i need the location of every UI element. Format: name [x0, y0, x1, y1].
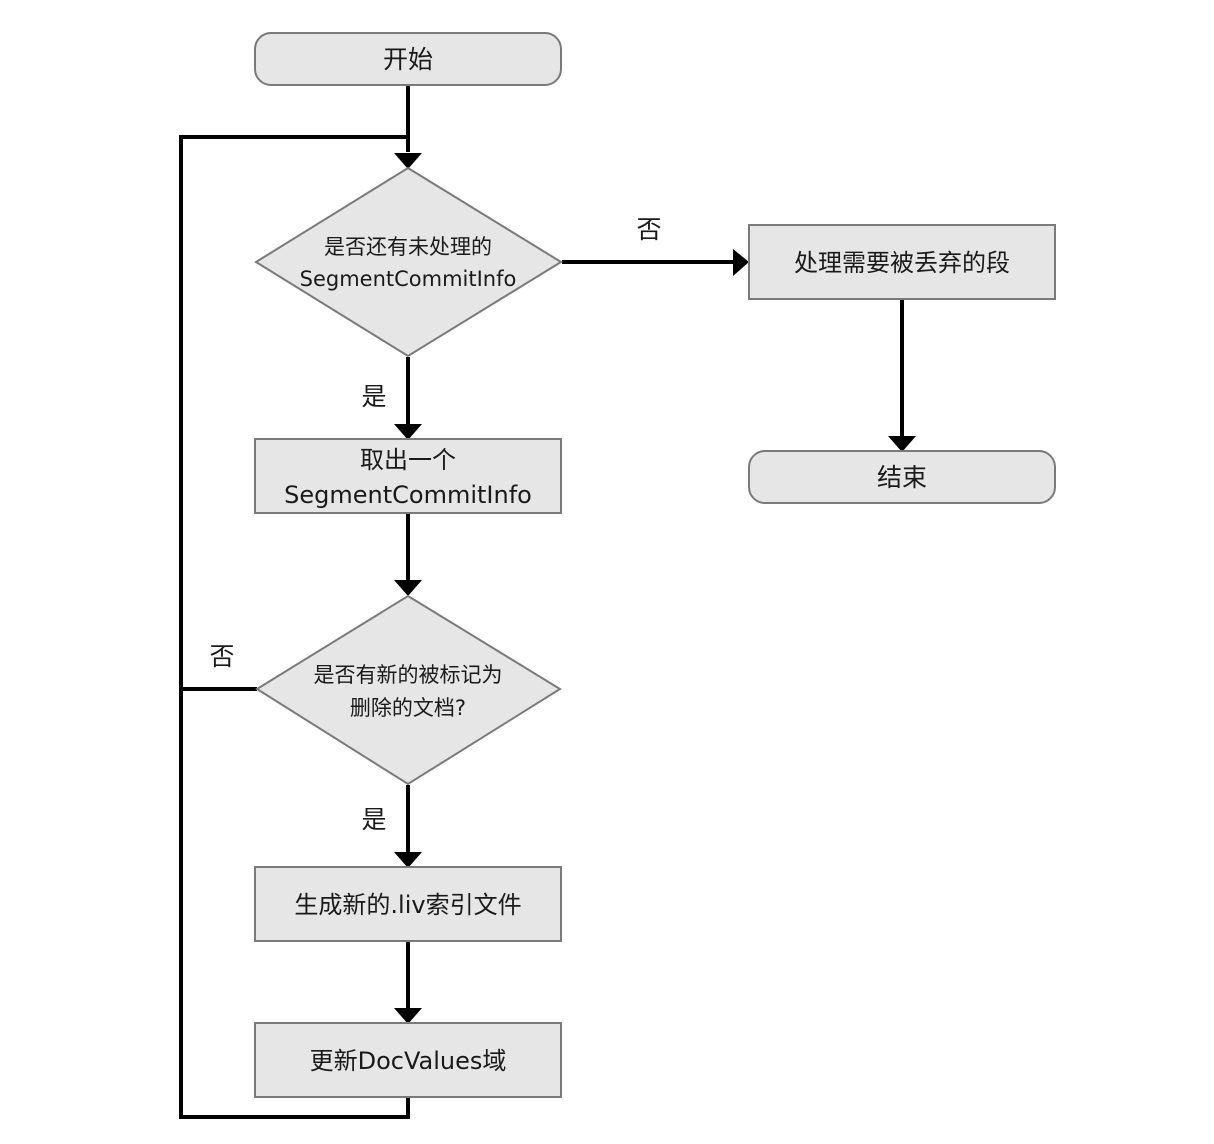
arrowheads: [394, 153, 916, 1024]
arrowhead-check: [394, 153, 422, 169]
discard-label: 处理需要被丢弃的段: [794, 249, 1010, 277]
discard-node: 处理需要被丢弃的段: [748, 224, 1056, 300]
decision-deleted-line1: 是否有新的被标记为: [314, 663, 503, 687]
arrowhead-end: [888, 436, 916, 452]
end-node: 结束: [748, 450, 1056, 504]
decision-deleted-docs: 是否有新的被标记为 删除的文档?: [255, 594, 562, 786]
take-one-line2: SegmentCommitInfo: [284, 481, 532, 509]
arrowhead-update: [394, 1008, 422, 1024]
arrowhead-check-deleted: [394, 580, 422, 596]
edge-label-no-loop: 否: [209, 642, 234, 671]
edge-label-yes-top: 是: [361, 382, 386, 411]
end-label: 结束: [877, 463, 927, 492]
arrowhead-discard: [733, 249, 749, 276]
edge-label-yes-bottom: 是: [361, 805, 386, 834]
update-docvalues-label: 更新DocValues域: [310, 1047, 507, 1075]
edge-loop-back: [179, 135, 410, 1119]
decision-unprocessed-line2: SegmentCommitInfo: [300, 267, 517, 291]
decision-deleted-line2: 删除的文档?: [350, 696, 466, 720]
arrowhead-take: [394, 424, 422, 440]
start-node: 开始: [254, 32, 562, 86]
take-one-node: 取出一个 SegmentCommitInfo: [254, 438, 562, 514]
decision-unprocessed-line1: 是否还有未处理的: [324, 235, 492, 259]
gen-liv-label: 生成新的.liv索引文件: [294, 891, 521, 919]
take-one-line1: 取出一个: [360, 446, 456, 474]
start-label: 开始: [383, 45, 433, 74]
gen-liv-node: 生成新的.liv索引文件: [254, 866, 562, 942]
decision-unprocessed: 是否还有未处理的 SegmentCommitInfo: [254, 166, 563, 358]
edge-label-no-top: 否: [636, 215, 661, 244]
connectors: [179, 86, 904, 1119]
update-docvalues-node: 更新DocValues域: [254, 1022, 562, 1098]
arrowhead-gen: [394, 852, 422, 868]
